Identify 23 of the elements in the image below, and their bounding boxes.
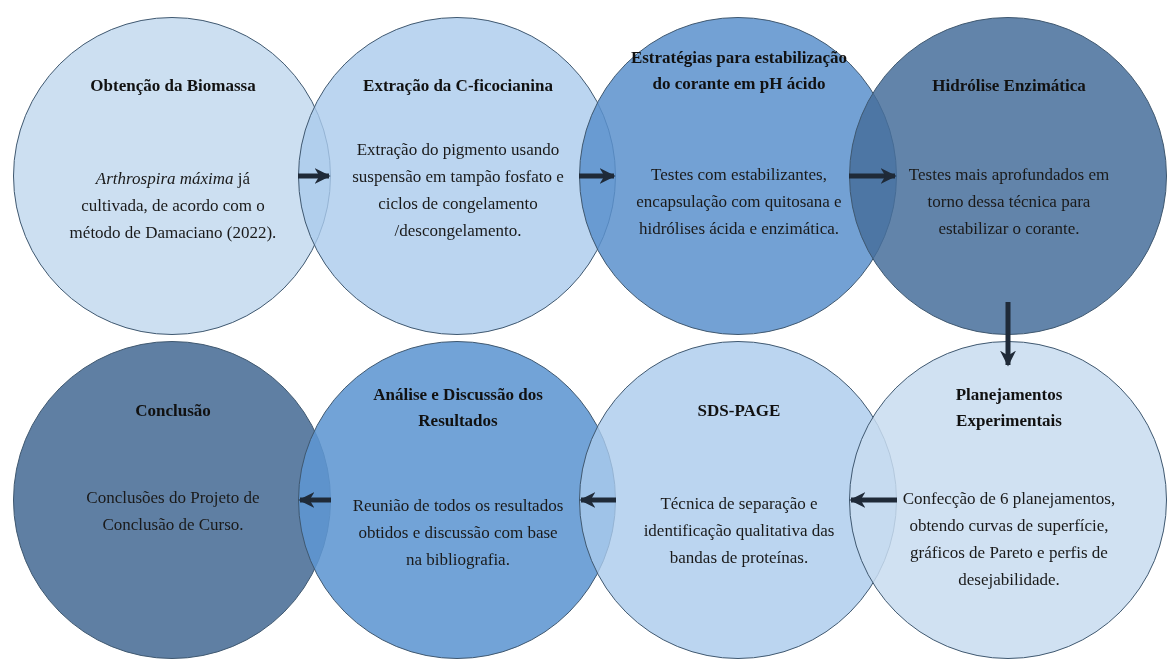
step-description: Arthrospira máxima já cultivada, de acordo com o método de Damaciano (2022).: [68, 167, 278, 244]
step-title: Estratégias para estabilização do corante em pH ácido: [629, 47, 849, 95]
step-title: Conclusão: [134, 400, 212, 422]
step-title: Planejamentos Experimentais: [954, 384, 1064, 432]
step-description: Confecção de 6 planejamentos, obtendo curvas de superfície, gráficos de Pareto e perfis de desejabilidade.: [901, 488, 1117, 591]
step-title: SDS-PAGE: [696, 400, 782, 422]
arrow: [1000, 302, 1016, 367]
arrow: [298, 168, 331, 184]
step-description: Reunião de todos os resultados obtidos e discussão com base na bibliografia.: [351, 494, 565, 571]
step-description: Testes com estabilizantes, encapsulação com quitosana e hidrólises ácida e enzimática.: [635, 163, 843, 240]
step-title: Obtenção da Biomassa: [89, 75, 257, 97]
step-description: Técnica de separação e identificação qualitativa das bandas de proteínas.: [642, 492, 836, 569]
step-description: Testes mais aprofundados em torno dessa técnica para estabilizar o corante.: [907, 163, 1111, 240]
arrow: [579, 492, 616, 508]
step-title: Hidrólise Enzimática: [931, 75, 1087, 97]
step-title: Análise e Discussão dos Resultados: [372, 384, 544, 432]
arrow: [849, 168, 897, 184]
arrow: [579, 168, 616, 184]
step-description: Conclusões do Projeto de Conclusão de Curso.: [85, 487, 261, 536]
step-description: Extração do pigmento usando suspensão em tampão fosfato e ciclos de congelamento /descongelamento.: [351, 139, 565, 242]
arrow: [849, 492, 897, 508]
arrow: [298, 492, 331, 508]
step-title: Extração da C-ficocianina: [362, 75, 554, 97]
